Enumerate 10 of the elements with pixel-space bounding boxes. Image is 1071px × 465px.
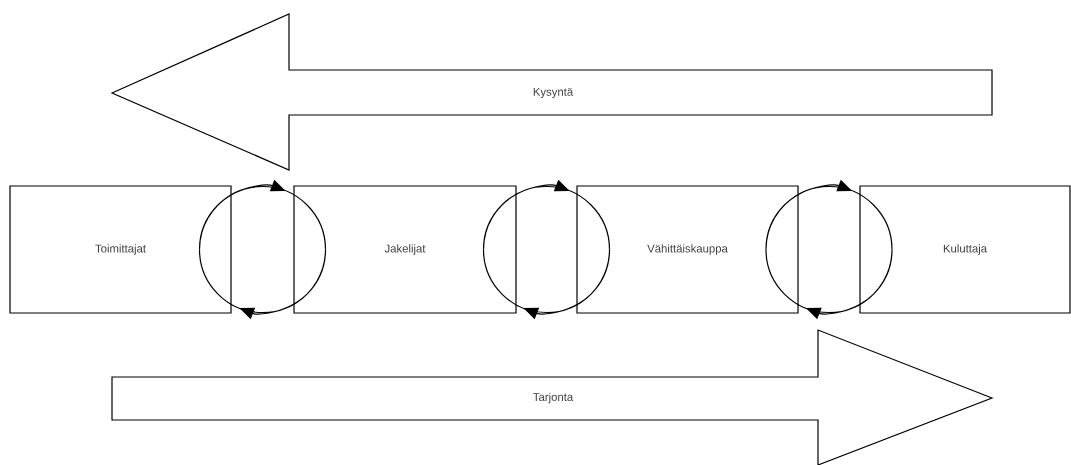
process-box: Vähittäiskauppa — [576, 185, 799, 314]
cycle-arrow — [765, 248, 893, 320]
cycle-arrow — [482, 248, 611, 320]
cycle-arrow — [482, 179, 611, 251]
cycle-arrow — [765, 179, 893, 251]
process-box: Jakelijat — [293, 185, 517, 314]
cycle-arrow — [198, 248, 327, 320]
process-box: Kuluttaja — [859, 185, 1071, 314]
process-box: Toimittajat — [9, 185, 232, 314]
cycle-arrow — [198, 179, 327, 251]
